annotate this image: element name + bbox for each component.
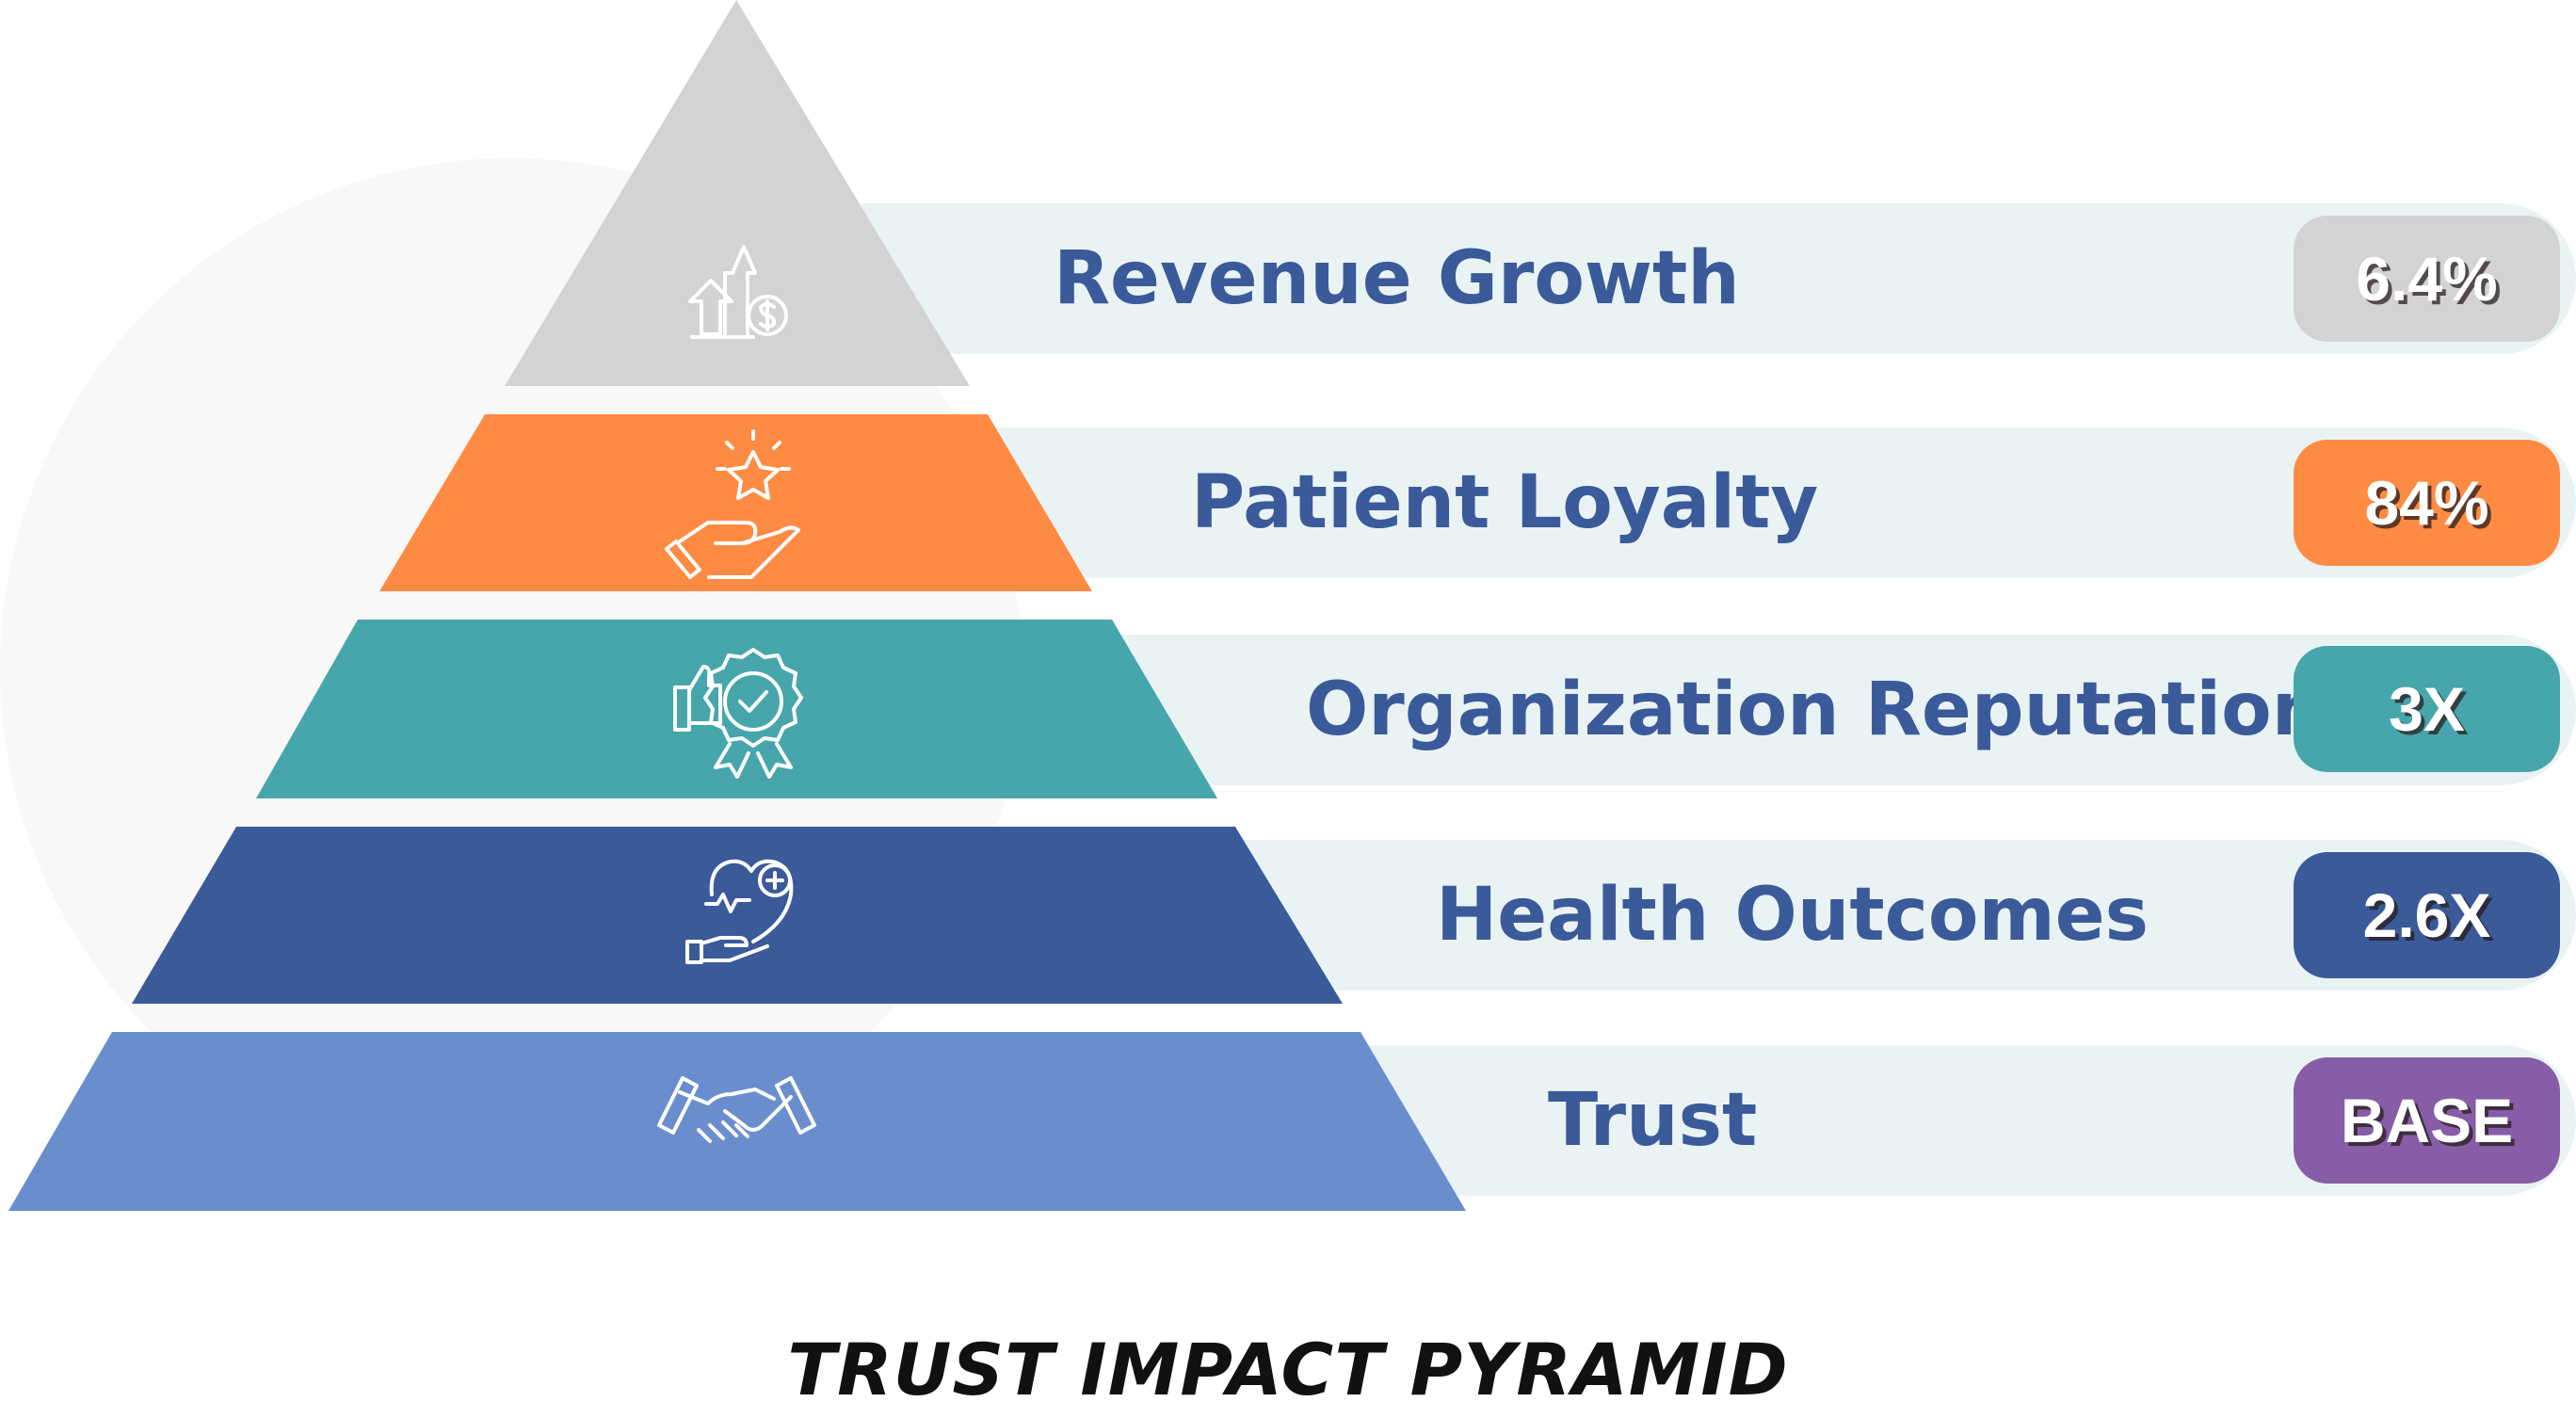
hand-star-icon <box>665 429 800 579</box>
band-patient-loyalty <box>847 427 2576 578</box>
band-revenue-growth <box>847 203 2576 354</box>
tier-label-health-outcomes: Health Outcomes <box>1436 873 2149 958</box>
value-badge-trust: BASE <box>2294 1057 2560 1184</box>
value-badge-organization-reputation: 3X <box>2294 646 2560 772</box>
tier-label-organization-reputation: Organization Reputation <box>1306 668 2325 752</box>
hand-heart-icon <box>685 859 794 964</box>
tier-patient-loyalty <box>379 414 1092 591</box>
tier-health-outcomes <box>132 827 1343 1004</box>
value-badge-health-outcomes: 2.6X <box>2294 852 2560 978</box>
tier-revenue-growth <box>505 0 970 386</box>
revenue-growth-icon <box>688 245 788 339</box>
tier-label-patient-loyalty: Patient Loyalty <box>1191 460 1819 545</box>
tier-label-trust: Trust <box>1548 1078 1758 1163</box>
value-badge-revenue-growth: 6.4% <box>2294 216 2560 342</box>
award-thumbs-up-icon <box>673 648 803 779</box>
value-badge-patient-loyalty: 84% <box>2294 440 2560 566</box>
tier-label-revenue-growth: Revenue Growth <box>1054 236 1740 321</box>
handshake-icon <box>657 1076 816 1143</box>
tier-organization-reputation <box>256 620 1217 798</box>
diagram-title: TRUST IMPACT PYRAMID <box>787 1328 1789 1411</box>
